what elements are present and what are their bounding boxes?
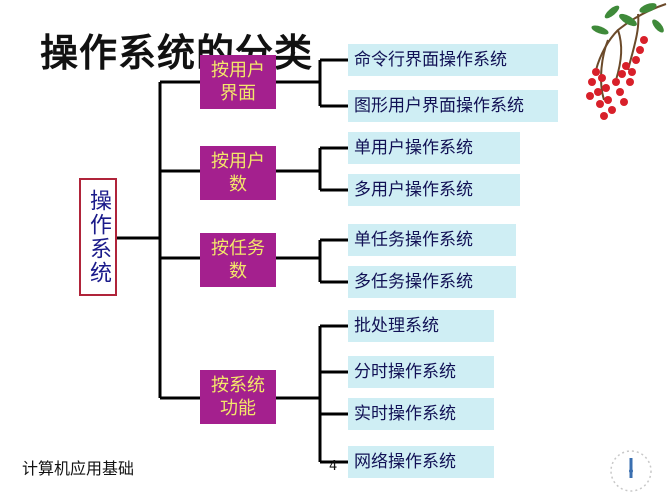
clock-icon (610, 450, 652, 492)
berry-branch-icon (586, 3, 667, 120)
leaf-node: 批处理系统 (348, 310, 494, 342)
category-node-users: 按用户数 (200, 146, 276, 200)
leaf-node: 多用户操作系统 (348, 174, 520, 206)
page-number: 4 (329, 459, 338, 474)
leaf-node: 单用户操作系统 (348, 132, 520, 164)
category-node-tasks: 按任务数 (200, 233, 276, 287)
leaf-node: 实时操作系统 (348, 398, 494, 430)
root-node: 操作系统 (79, 178, 117, 296)
category-node-ui: 按用户界面 (200, 55, 276, 109)
category-node-function: 按系统功能 (200, 370, 276, 424)
footer-course: 计算机应用基础 (22, 459, 135, 478)
leaf-node: 单任务操作系统 (348, 224, 516, 256)
leaf-node: 多任务操作系统 (348, 266, 516, 298)
leaf-node: 图形用户界面操作系统 (348, 90, 558, 122)
leaf-node: 网络操作系统 (348, 446, 494, 478)
leaf-node: 分时操作系统 (348, 356, 494, 388)
leaf-node: 命令行界面操作系统 (348, 44, 558, 76)
